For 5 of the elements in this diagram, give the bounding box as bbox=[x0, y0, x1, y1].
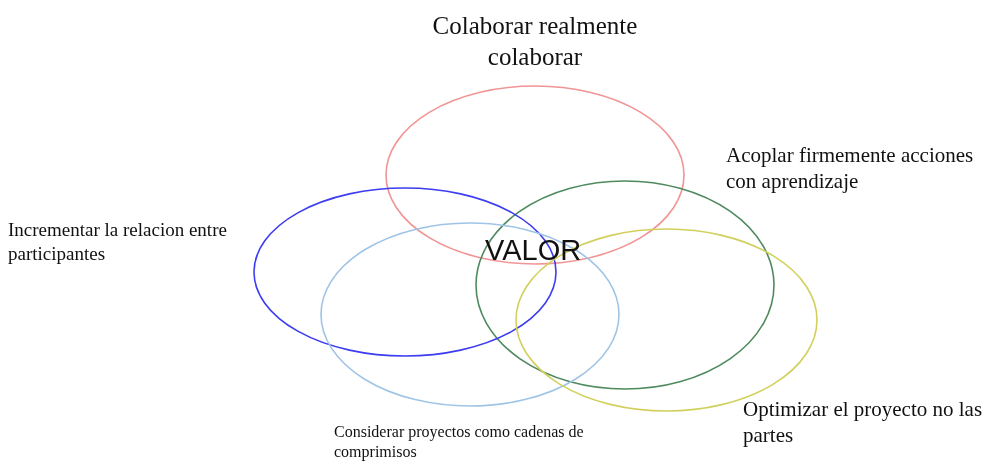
ellipse-label: Incrementar la relacion entre participantes bbox=[8, 218, 228, 266]
ellipse-label: Considerar proyectos como cadenas de comprimisos bbox=[334, 422, 585, 462]
ellipse-label: Acoplar firmemente acciones con aprendizaje bbox=[726, 142, 975, 195]
ellipse-label: Colaborar realmente colaborar bbox=[431, 11, 639, 73]
ellipse-label: Optimizar el proyecto no las partes bbox=[743, 396, 984, 449]
